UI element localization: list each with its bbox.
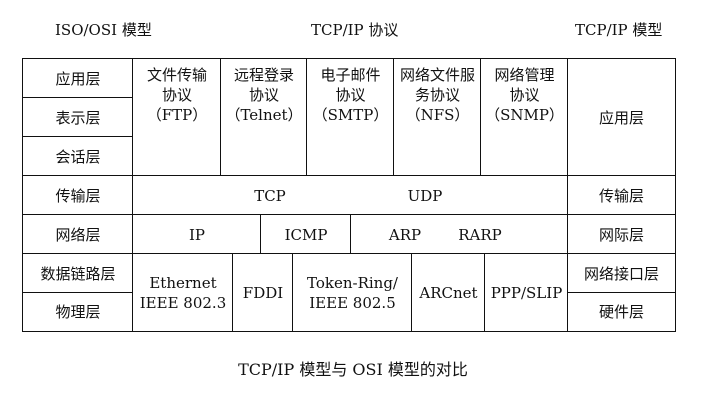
protocol-arcnet: ARCnet (411, 253, 486, 332)
tcpip-layer-hardware: 硬件层 (567, 292, 676, 332)
protocol-ftp: 文件传输 协议 （FTP） (132, 58, 222, 177)
protocol-fddi: FDDI (232, 253, 294, 332)
transport-protocols (132, 175, 569, 216)
protocol-ethernet: Ethernet IEEE 802.3 (132, 253, 234, 332)
protocol-ip: IP (132, 214, 262, 255)
protocol-arp: ARP (388, 225, 422, 244)
tcpip-layer-transport: 传输层 (567, 175, 676, 216)
protocol-snmp: 网络管理 协议 （SNMP） (480, 58, 569, 177)
osi-layer-data-link: 数据链路层 (22, 253, 134, 294)
osi-layer-presentation: 表示层 (22, 97, 134, 138)
protocol-rarp: RARP (458, 225, 502, 244)
osi-layer-application: 应用层 (22, 58, 134, 99)
tcpip-layer-application: 应用层 (567, 58, 676, 177)
protocol-telnet: 远程登录 协议 （Telnet） (220, 58, 308, 177)
tcpip-layer-network-interface: 网络接口层 (567, 253, 676, 294)
osi-model-header: ISO/OSI 模型 (55, 21, 152, 39)
tcpip-layer-internet: 网际层 (567, 214, 676, 255)
osi-layer-transport: 传输层 (22, 175, 134, 216)
protocol-tcp: TCP (254, 186, 286, 205)
protocol-ppp-slip: PPP/SLIP (484, 253, 569, 332)
osi-layer-session: 会话层 (22, 136, 134, 177)
figure-caption: TCP/IP 模型与 OSI 模型的对比 (238, 360, 468, 379)
protocol-nfs: 网络文件服 务协议 （NFS） (393, 58, 482, 177)
osi-layer-physical: 物理层 (22, 292, 134, 332)
protocol-udp: UDP (407, 186, 443, 205)
protocol-icmp: ICMP (260, 214, 352, 255)
protocol-token-ring: Token-Ring/ IEEE 802.5 (292, 253, 413, 332)
protocol-smtp: 电子邮件 协议 （SMTP） (306, 58, 395, 177)
osi-layer-network: 网络层 (22, 214, 134, 255)
tcpip-model-header: TCP/IP 模型 (575, 21, 663, 39)
tcpip-protocol-header: TCP/IP 协议 (311, 21, 399, 39)
